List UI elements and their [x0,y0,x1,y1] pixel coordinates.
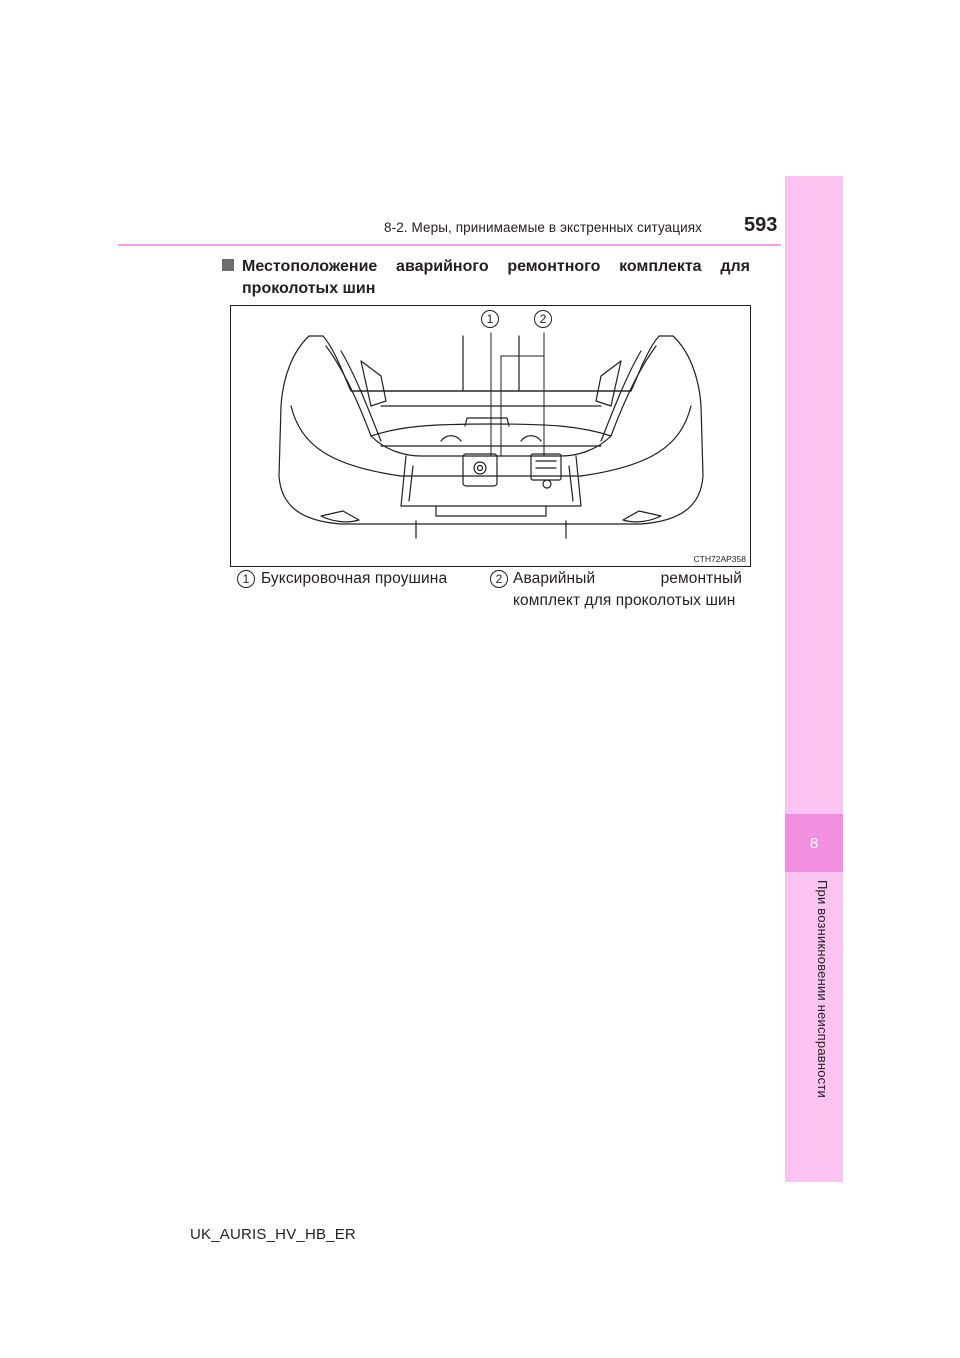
legend-text-2-word-1: Аварийный [513,570,596,587]
chapter-side-tab [785,176,843,1182]
heading-line-1: Местоположение аварийного ремонтного ком… [242,258,750,275]
trunk-illustration: 1 2 CTH72AP358 [230,305,751,567]
header-rule [118,244,781,246]
page-number: 593 [744,214,778,236]
legend-text-2-word-2: ремонтный [660,570,742,587]
document-id: UK_AURIS_HV_HB_ER [190,1226,356,1243]
chapter-number-badge: 8 [785,814,843,872]
chapter-title-vertical: При возникновении неисправности [815,880,830,1098]
callout-2: 2 [534,310,552,328]
legend-text-2-line-2: комплект для проколотых шин [513,592,736,609]
section-title: 8-2. Меры, принимаемые в экстренных ситу… [384,220,703,235]
square-bullet-icon [222,259,234,271]
callout-1: 1 [481,310,499,328]
figure-code: CTH72AP358 [693,554,746,564]
legend-number-2: 2 [490,570,508,588]
trunk-line-drawing [278,332,704,539]
heading-line-2: проколотых шин [242,280,376,297]
legend-text-1: Буксировочная проушина [261,570,448,587]
legend-number-1: 1 [237,570,255,588]
legend-text-2-line-1: Аварийный ремонтный [513,568,742,590]
